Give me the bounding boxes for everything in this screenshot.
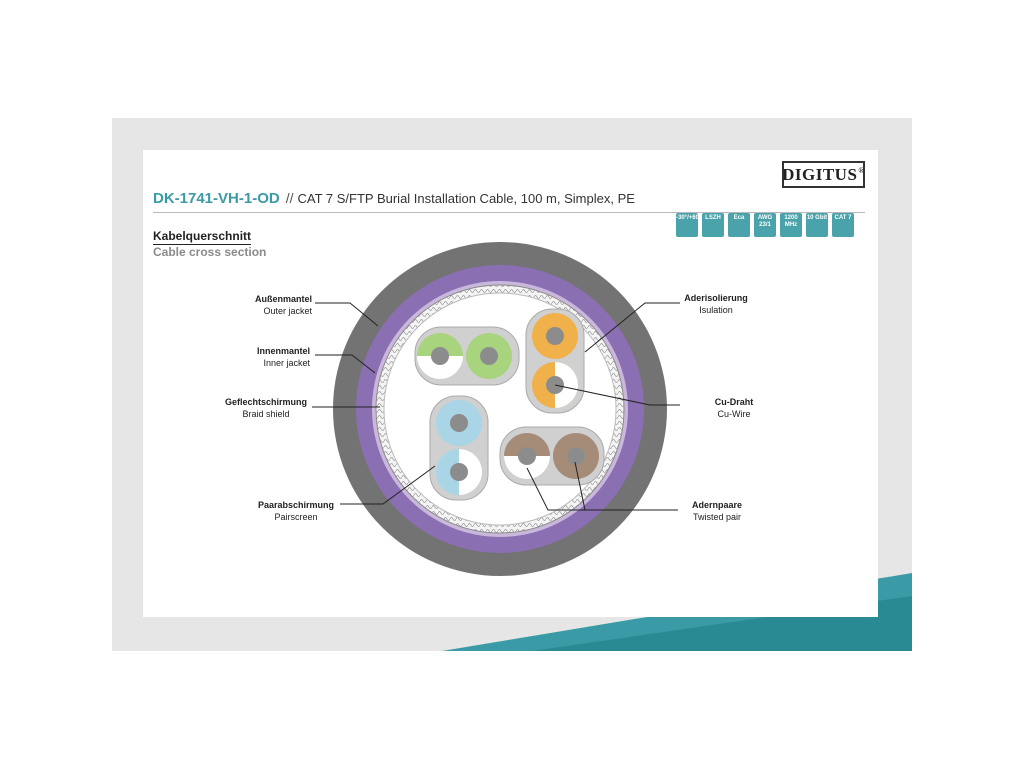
awg-badge: AWG 23/1 bbox=[754, 213, 776, 237]
label-cu-wire-en: Cu-Wire bbox=[717, 409, 751, 419]
label-pairscreen: Paarabschirmung Pairscreen bbox=[246, 499, 346, 523]
blue-wire-b bbox=[450, 463, 468, 481]
label-twisted-pair-de: Adernpaare bbox=[691, 500, 743, 510]
gbit-badge: 10 Gbit bbox=[806, 213, 828, 237]
label-braid-shield: Geflechtschirmung Braid shield bbox=[214, 396, 318, 420]
label-inner-jacket-de: Innenmantel bbox=[256, 346, 310, 356]
brand-logo: DIGITUS® bbox=[782, 161, 865, 188]
label-braid-shield-en: Braid shield bbox=[242, 409, 290, 419]
registered-mark: ® bbox=[858, 166, 865, 175]
label-braid-shield-de: Geflechtschirmung bbox=[224, 397, 307, 407]
green-wire-a bbox=[431, 347, 449, 365]
product-code: DK-1741-VH-1-OD bbox=[153, 190, 280, 207]
label-pairscreen-de: Paarabschirmung bbox=[257, 500, 335, 510]
brown-wire-a bbox=[518, 447, 536, 465]
product-description: CAT 7 S/FTP Burial Installation Cable, 1… bbox=[297, 191, 635, 206]
label-cu-wire: Cu-Draht Cu-Wire bbox=[694, 396, 774, 420]
product-title: DK-1741-VH-1-OD //CAT 7 S/FTP Burial Inst… bbox=[153, 190, 865, 213]
label-cu-wire-de: Cu-Draht bbox=[714, 397, 754, 407]
leader-lines bbox=[312, 302, 680, 511]
brand-logo-text: DIGITUS bbox=[782, 164, 858, 184]
label-inner-jacket: Innenmantel Inner jacket bbox=[218, 345, 310, 369]
section-title-en: Cable cross section bbox=[153, 245, 267, 259]
label-insulation-de: Aderisolierung bbox=[684, 293, 748, 303]
label-outer-jacket-de: Außenmantel bbox=[254, 294, 312, 304]
green-wire-b bbox=[480, 347, 498, 365]
label-twisted-pair-en: Twisted pair bbox=[692, 512, 742, 522]
blue-wire-a bbox=[450, 414, 468, 432]
title-separator: // bbox=[285, 190, 294, 206]
label-insulation: Aderisolierung Isulation bbox=[666, 292, 766, 316]
section-title-de: Kabelquerschnitt bbox=[153, 229, 252, 245]
mhz-badge: 1200 MHz bbox=[780, 213, 802, 237]
lszh-badge: LSZH bbox=[702, 213, 724, 237]
spec-badges: -30°/+60° LSZH Eca AWG 23/1 1200 MHz 10 … bbox=[676, 213, 854, 237]
label-insulation-en: Isulation bbox=[699, 305, 733, 315]
eca-badge: Eca bbox=[728, 213, 750, 237]
label-pairscreen-en: Pairscreen bbox=[274, 512, 318, 522]
label-twisted-pair: Adernpaare Twisted pair bbox=[672, 499, 762, 523]
orange-wire-a bbox=[546, 327, 564, 345]
temperature-badge: -30°/+60° bbox=[676, 213, 701, 237]
cat-badge: CAT 7 bbox=[832, 213, 854, 237]
label-outer-jacket: Außenmantel Outer jacket bbox=[218, 293, 312, 317]
brown-wire-b bbox=[567, 447, 585, 465]
label-outer-jacket-en: Outer jacket bbox=[263, 306, 312, 316]
label-inner-jacket-en: Inner jacket bbox=[263, 358, 310, 368]
